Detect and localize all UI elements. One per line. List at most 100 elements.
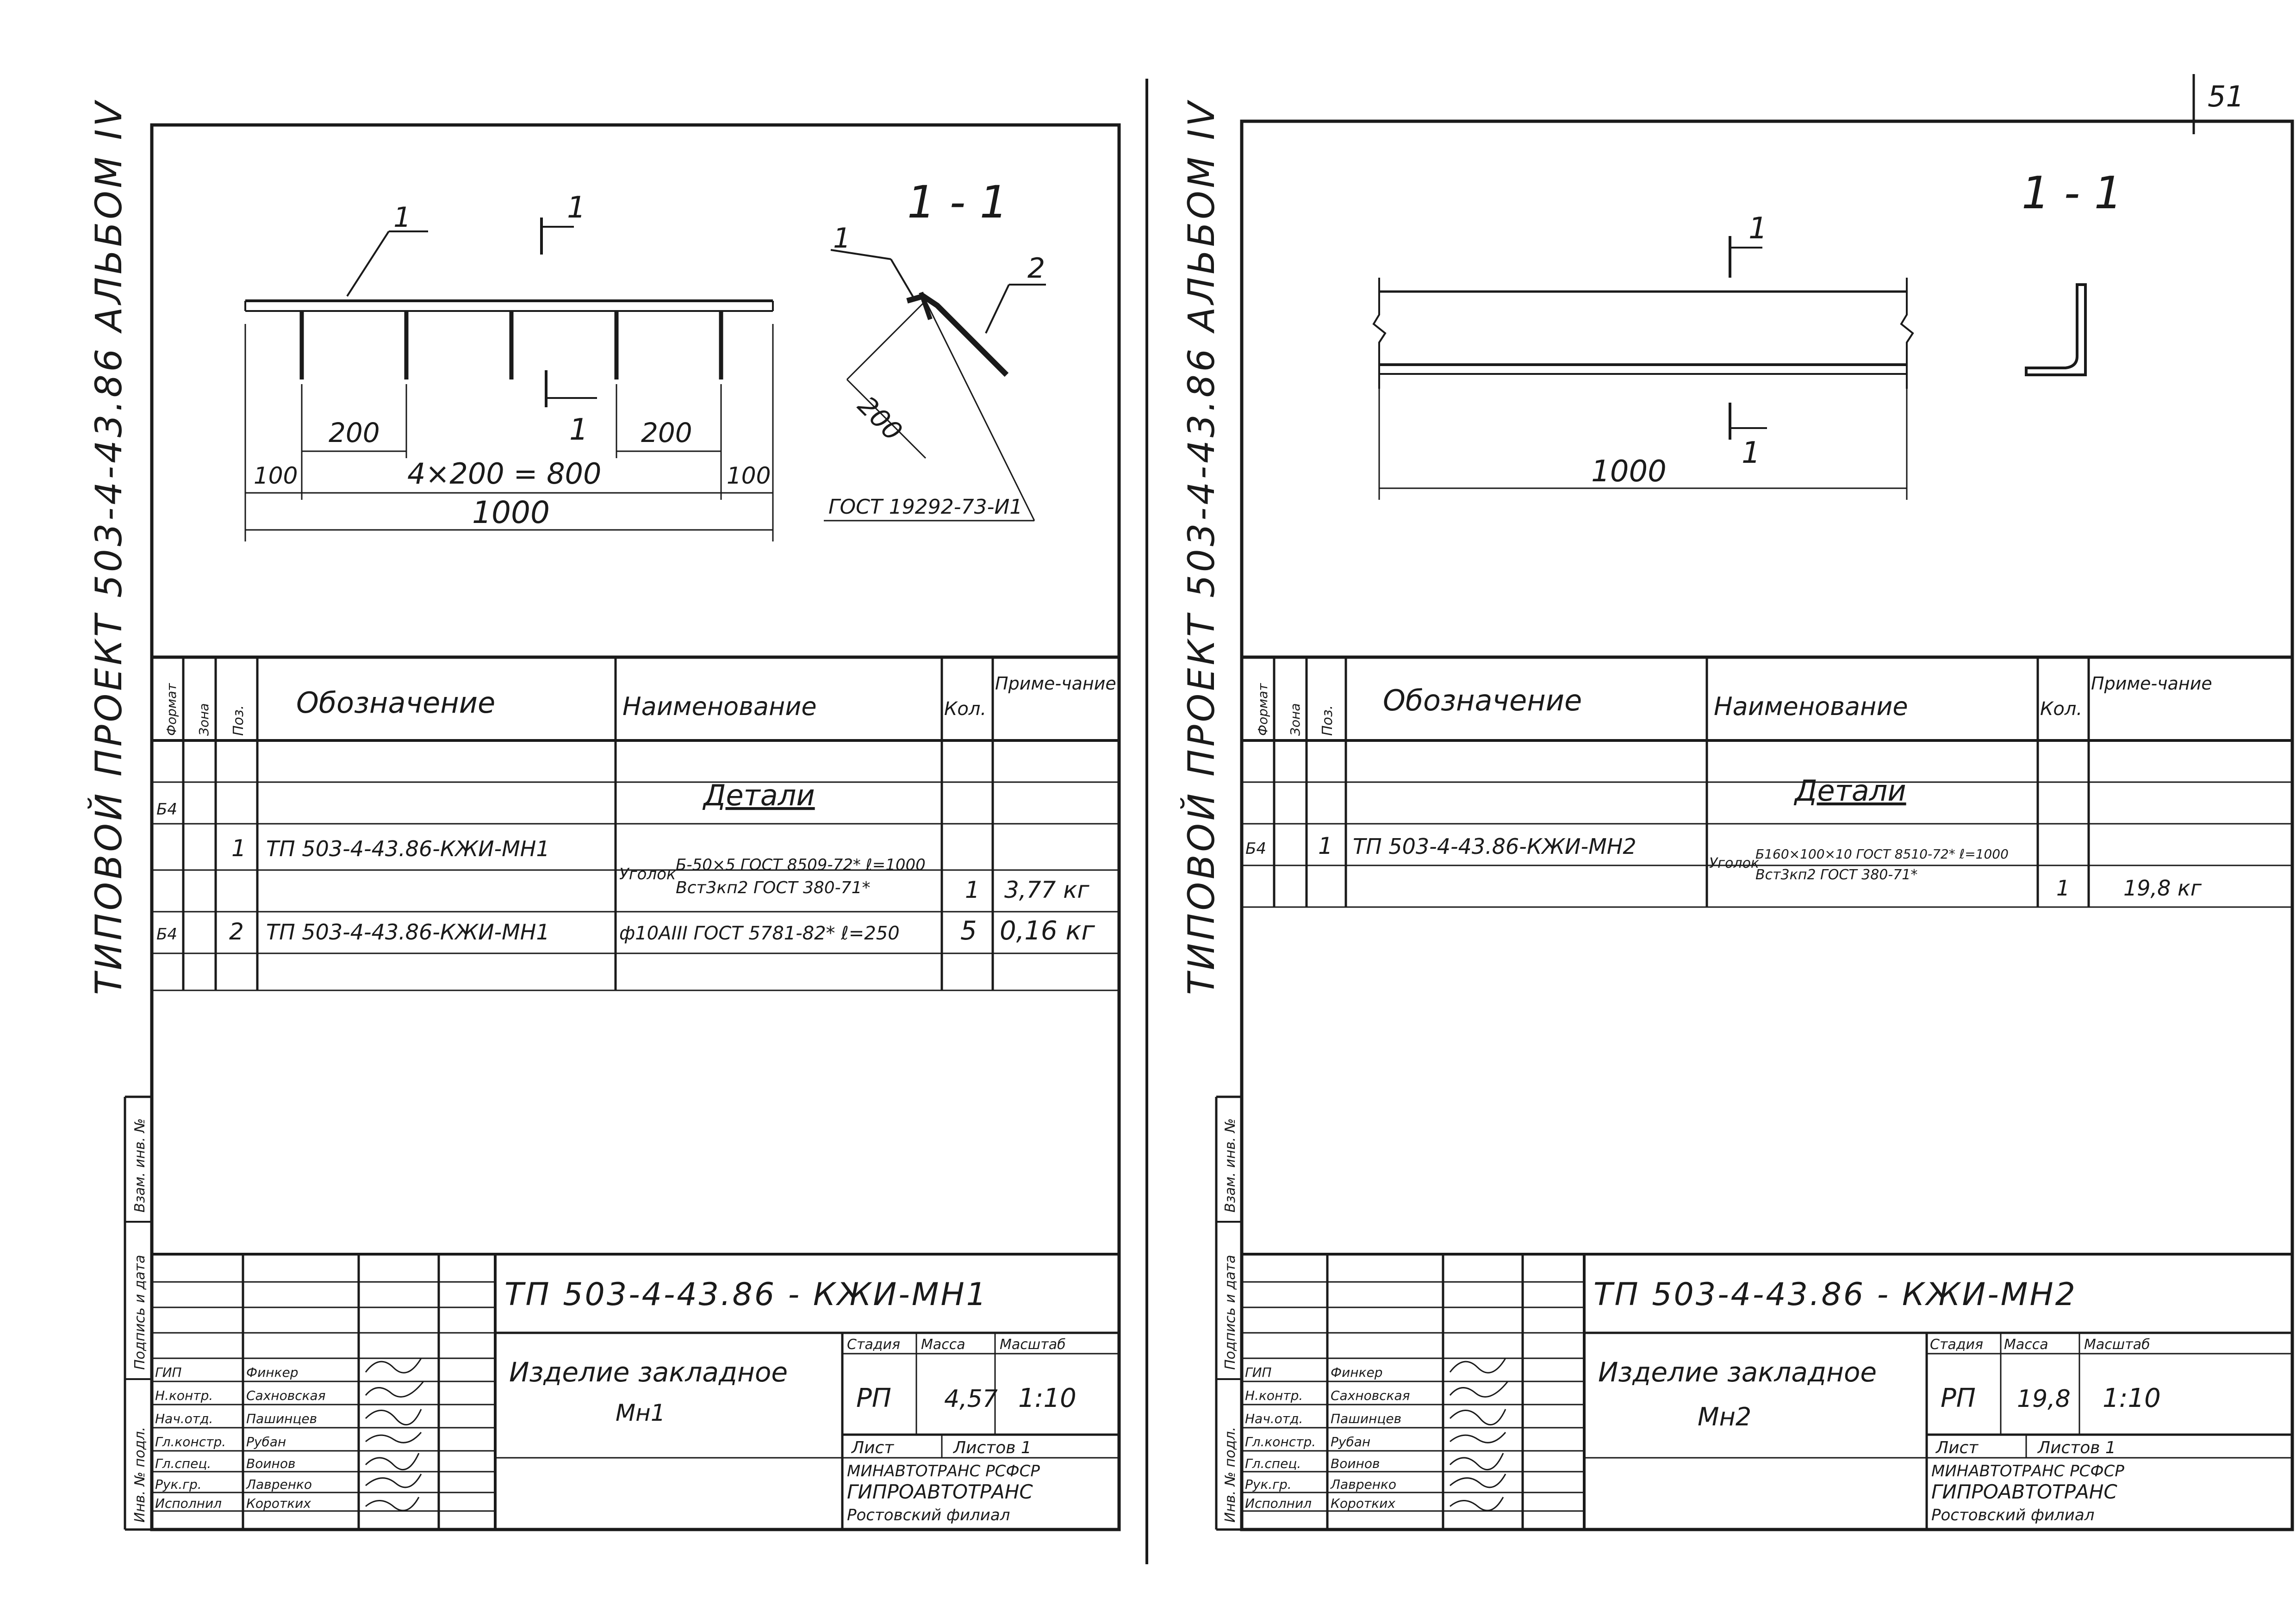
dim-1000: 1000 (472, 495, 550, 530)
row1-pos: 1 (231, 835, 246, 862)
spec-table: Формат Зона Поз. Обозначение Наименовани… (1242, 655, 2292, 908)
row1-name-prefix: Уголок (1709, 855, 1759, 871)
row2-pos: 2 (229, 918, 244, 945)
col-name: Наименование (622, 692, 817, 721)
section-label: 1 - 1 (907, 176, 1008, 228)
staff-name: Воинов (246, 1456, 295, 1471)
mass-value: 19,8 (2017, 1385, 2071, 1413)
stage-value: РП (856, 1383, 891, 1413)
row1-note: 3,77 кг (1004, 877, 1089, 903)
staff-role: ГИП (1245, 1365, 1272, 1380)
section-title-details: Детали (1793, 774, 1906, 808)
staff-list: ГИП Финкер Н.контр. Сахновская Нач.отд. … (1245, 1365, 1410, 1511)
stage-header: Стадия (1930, 1337, 1983, 1353)
row1-name-line2: Вст3кп2 ГОСТ 380-71* (676, 878, 870, 897)
row1-pos: 1 (1318, 833, 1333, 859)
row2-note: 0,16 кг (1000, 916, 1095, 946)
dim-200-right: 200 (641, 417, 692, 448)
dim-800: 4×200 = 800 (407, 457, 601, 491)
staff-role: ГИП (155, 1365, 182, 1380)
sheet-frame (1240, 119, 2294, 1531)
staff-role: Нач.отд. (155, 1411, 213, 1426)
page-number: 51 (2208, 80, 2244, 113)
title-block: ТП 503-4-43.86 - КЖИ-МН2 Изделие закладн… (1242, 1253, 2292, 1530)
row1-note: 19,8 кг (2123, 876, 2202, 901)
org-ministry: МИНАВТОТРАНС РСФСР (1931, 1462, 2124, 1480)
side-label-replace: Взам. инв. № (132, 1118, 148, 1213)
section-view: 1 - 1 1 2 200 ГОСТ 19292-73-И1 (824, 176, 1046, 522)
drawing-sheet-left: ТИПОВОЙ ПРОЕКТ 503-4-43.86 АЛЬБОМ IV Инв… (0, 0, 1147, 1623)
dim-100-left: 100 (254, 462, 298, 489)
col-designation: Обозначение (1383, 684, 1582, 717)
staff-role: Гл.спец. (155, 1456, 211, 1471)
row2-qty: 5 (960, 916, 977, 946)
title-mark: Мн2 (1698, 1402, 1751, 1431)
side-label-sign: Подпись и дата (1222, 1255, 1238, 1370)
dim-100-right: 100 (727, 462, 771, 489)
staff-name: Воинов (1331, 1456, 1380, 1471)
row1-qty: 1 (2056, 876, 2070, 901)
col-qty: Кол. (2040, 698, 2082, 720)
scale-header: Масштаб (1000, 1337, 1066, 1353)
cut-label-bottom: 1 (1742, 436, 1761, 470)
stage-header: Стадия (847, 1337, 900, 1353)
staff-name: Финкер (1331, 1365, 1383, 1380)
row1-name-line2: Вст3кп2 ГОСТ 380-71* (1755, 867, 1917, 883)
row2-format: Б4 (156, 925, 177, 944)
dim-200-left: 200 (329, 417, 380, 448)
cut-label-top: 1 (567, 191, 586, 225)
side-label-inv: Инв. № подл. (1222, 1427, 1238, 1523)
sheet-svg-left: ТИПОВОЙ ПРОЕКТ 503-4-43.86 АЛЬБОМ IV Инв… (87, 99, 1121, 1531)
row1-name-line1: Б-50×5 ГОСТ 8509-72* ℓ=1000 (676, 856, 926, 874)
staff-name: Рубан (246, 1434, 286, 1449)
signatures (1449, 1358, 1509, 1511)
org-ministry: МИНАВТОТРАНС РСФСР (847, 1462, 1040, 1480)
title-product: Изделие закладное (509, 1356, 788, 1388)
title-product: Изделие закладное (1598, 1356, 1877, 1388)
staff-name: Финкер (246, 1365, 299, 1380)
staff-role: Нач.отд. (1245, 1411, 1303, 1426)
staff-role: Н.контр. (155, 1388, 213, 1403)
staff-role: Гл.констр. (1245, 1434, 1316, 1449)
staff-role: Гл.констр. (155, 1434, 226, 1449)
col-designation: Обозначение (296, 686, 495, 720)
staff-role: Исполнил (155, 1496, 222, 1511)
col-qty: Кол. (944, 698, 986, 720)
signatures (365, 1358, 424, 1511)
cut-label-bottom: 1 (569, 413, 588, 447)
row2-name-line1: ф10АIII ГОСТ 5781-82* ℓ=250 (619, 923, 900, 944)
section-title-details: Детали (702, 778, 815, 812)
staff-role: Гл.спец. (1245, 1456, 1301, 1471)
sheets-label: Листов 1 (952, 1438, 1032, 1457)
row1-qty: 1 (965, 877, 980, 903)
section-callout-2: 2 (1027, 252, 1045, 285)
drawing-sheet-right: ТИПОВОЙ ПРОЕКТ 503-4-43.86 АЛЬБОМ IV Инв… (1147, 0, 2296, 1623)
staff-name: Лавренко (246, 1477, 312, 1492)
col-pos: Поз. (230, 705, 247, 736)
row1-name-line1: Б160×100×10 ГОСТ 8510-72* ℓ=1000 (1755, 846, 2009, 862)
row1-format: Б4 (156, 800, 177, 819)
pos-callout-1: 1 (393, 201, 411, 234)
staff-name: Коротких (1331, 1496, 1395, 1511)
staff-name: Коротких (246, 1496, 311, 1511)
row1-designation: ТП 503-4-43.86-КЖИ-МН2 (1353, 834, 1636, 859)
staff-list: ГИП Финкер Н.контр. Сахновская Нач.отд. … (155, 1365, 326, 1511)
staff-role: Н.контр. (1245, 1388, 1303, 1403)
mass-value: 4,57 (944, 1385, 998, 1413)
side-title: ТИПОВОЙ ПРОЕКТ 503-4-43.86 АЛЬБОМ IV (1180, 99, 1223, 995)
col-zone: Зона (196, 703, 212, 736)
org-branch: Ростовский филиал (1931, 1506, 2094, 1524)
staff-role: Рук.гр. (155, 1477, 202, 1492)
staff-name: Рубан (1331, 1434, 1370, 1449)
stage-value: РП (1941, 1383, 1976, 1413)
org-institute: ГИПРОАВТОТРАНС (1931, 1480, 2117, 1503)
sheet-svg-right: ТИПОВОЙ ПРОЕКТ 503-4-43.86 АЛЬБОМ IV Инв… (1180, 99, 2294, 1531)
title-code: ТП 503-4-43.86 - КЖИ-МН2 (1593, 1276, 2077, 1313)
side-title: ТИПОВОЙ ПРОЕКТ 503-4-43.86 АЛЬБОМ IV (87, 99, 130, 995)
col-zone: Зона (1288, 703, 1303, 736)
scale-header: Масштаб (2084, 1337, 2150, 1353)
staff-name: Сахновская (1331, 1388, 1410, 1403)
gost-label: ГОСТ 19292-73-И1 (828, 495, 1022, 519)
staff-name: Пашинцев (1331, 1411, 1401, 1426)
dim-1000: 1000 (1591, 454, 1667, 489)
